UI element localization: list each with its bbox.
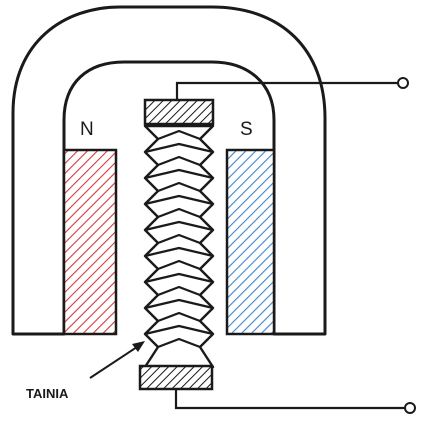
horseshoe-magnet [11, 5, 327, 336]
bottom-clamp [138, 364, 214, 391]
north-pole-label: N [80, 119, 94, 140]
top-clamp [143, 98, 215, 126]
ribbon-fold-lines [144, 129, 214, 349]
terminal-circle-icon [404, 402, 416, 414]
top-lead-wire [175, 81, 398, 100]
arrow-icon [89, 341, 145, 379]
ribbon-label: TAINIA [26, 386, 69, 401]
north-pole-piece [62, 148, 118, 336]
corrugated-ribbon [143, 124, 215, 369]
bottom-lead-wire [174, 389, 405, 410]
south-pole-label: S [240, 119, 253, 140]
south-pole-piece [225, 148, 276, 336]
terminal-circle-icon [397, 77, 409, 89]
